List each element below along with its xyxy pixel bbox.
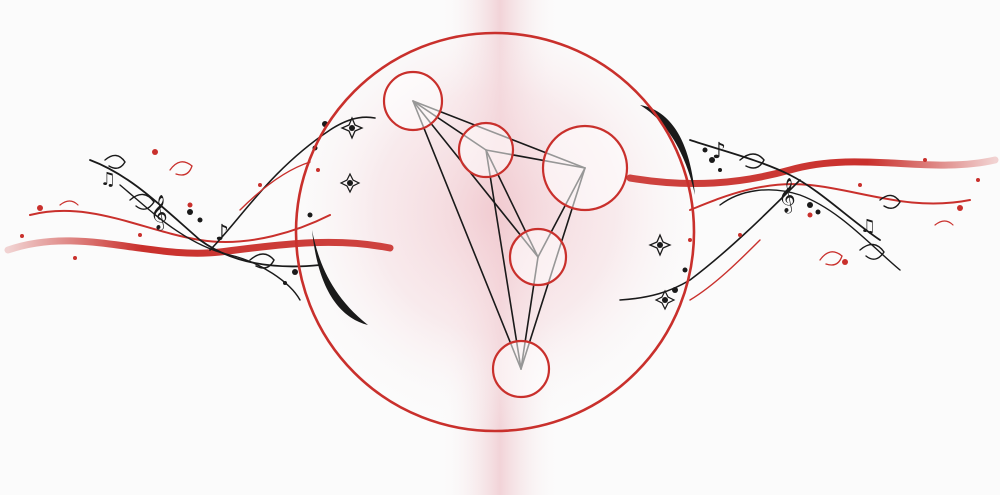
music-notes-icon: ♫ [860,216,876,237]
treble-clef-icon: 𝄞 [150,195,168,231]
music-note-icon: ♪ [712,139,726,164]
graph-node-n2 [459,123,513,177]
graph-node-n1 [384,72,442,130]
graph-node-n4 [510,229,566,285]
treble-clef-icon: 𝄞 [778,178,796,214]
music-notes-icon: ♫ [100,169,116,190]
graph-node-n5 [493,341,549,397]
music-note-icon: ♪ [215,221,229,246]
graph-node-n3 [543,126,627,210]
